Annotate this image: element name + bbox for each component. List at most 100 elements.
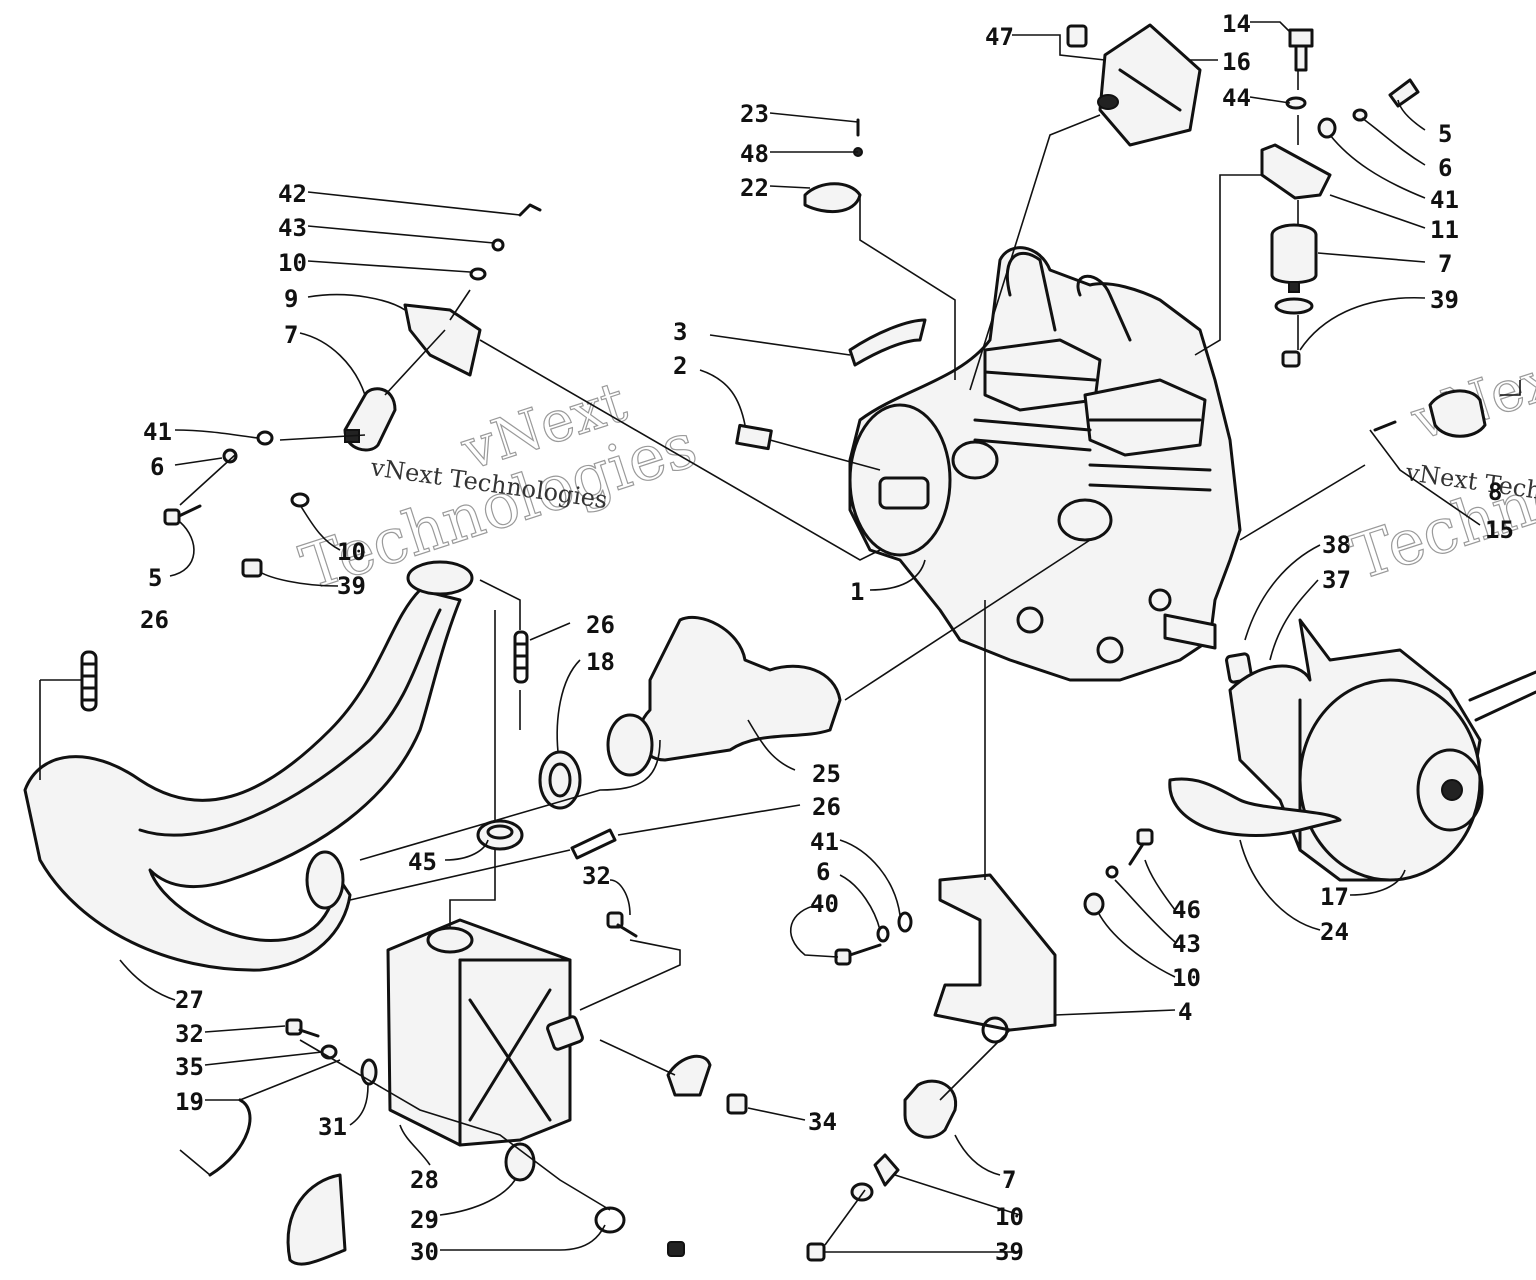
washer-10-left-lower bbox=[290, 492, 310, 508]
callout-38: 38 bbox=[1322, 531, 1351, 559]
exhaust-manifold-25 bbox=[606, 615, 842, 777]
bracket-9 bbox=[403, 303, 482, 377]
callout-39: 39 bbox=[995, 1238, 1024, 1266]
callout-10: 10 bbox=[278, 249, 307, 277]
callout-46: 46 bbox=[1172, 896, 1201, 924]
callout-34: 34 bbox=[808, 1108, 837, 1136]
mount-7-bottom bbox=[903, 1079, 958, 1139]
callout-40: 40 bbox=[810, 890, 839, 918]
callout-19: 19 bbox=[175, 1088, 204, 1116]
plate-2 bbox=[735, 423, 773, 451]
callout-41: 41 bbox=[143, 418, 172, 446]
washer-10-left bbox=[469, 267, 487, 281]
spring-26-top bbox=[513, 630, 529, 684]
washer-43-left bbox=[491, 238, 505, 252]
spring-26-mid bbox=[570, 828, 617, 860]
callout-39: 39 bbox=[1430, 286, 1459, 314]
callout-2: 2 bbox=[673, 352, 687, 380]
washer-43-rear bbox=[1105, 865, 1119, 879]
callout-26: 26 bbox=[586, 611, 615, 639]
washer-10-bottom bbox=[873, 1153, 900, 1187]
callout-37: 37 bbox=[1322, 566, 1351, 594]
callout-9: 9 bbox=[284, 285, 298, 313]
callout-35: 35 bbox=[175, 1053, 204, 1081]
callout-14: 14 bbox=[1222, 10, 1251, 38]
front-mount-plate bbox=[1097, 23, 1202, 147]
callout-5: 5 bbox=[1438, 120, 1452, 148]
bolt-5-top bbox=[1388, 78, 1420, 108]
washer-41-left bbox=[256, 430, 274, 446]
callout-7: 7 bbox=[284, 321, 298, 349]
callout-4: 4 bbox=[1178, 998, 1192, 1026]
nut-39-top bbox=[1281, 350, 1301, 368]
callout-25: 25 bbox=[812, 760, 841, 788]
right-mount-rubber bbox=[1373, 389, 1487, 438]
callout-30: 30 bbox=[410, 1238, 439, 1266]
callout-41: 41 bbox=[810, 828, 839, 856]
callout-27: 27 bbox=[175, 986, 204, 1014]
cylinder-fins bbox=[973, 418, 1212, 492]
engine-assembly bbox=[848, 246, 1242, 682]
watermark-right: vNext Technologies vNext Technologies bbox=[1341, 339, 1536, 595]
callout-43: 43 bbox=[1172, 930, 1201, 958]
bolt-5-left bbox=[163, 504, 202, 526]
callout-43: 43 bbox=[278, 214, 307, 242]
mount-bracket-4 bbox=[933, 873, 1057, 1044]
callout-10: 10 bbox=[1172, 964, 1201, 992]
washer-10-rear bbox=[1083, 892, 1105, 916]
spring-26-left bbox=[80, 650, 98, 712]
gasket-18 bbox=[538, 750, 582, 810]
washer-6-left bbox=[222, 448, 238, 464]
callout-1: 1 bbox=[850, 578, 864, 606]
callout-26: 26 bbox=[812, 793, 841, 821]
callout-6: 6 bbox=[150, 453, 164, 481]
callout-42: 42 bbox=[278, 180, 307, 208]
callout-22: 22 bbox=[740, 174, 769, 202]
callout-6: 6 bbox=[1438, 154, 1452, 182]
callout-3: 3 bbox=[673, 318, 687, 346]
callout-39: 39 bbox=[337, 572, 366, 600]
callout-31: 31 bbox=[318, 1113, 347, 1141]
washer-41-rear bbox=[897, 911, 913, 933]
callout-8: 8 bbox=[1488, 478, 1502, 506]
callout-15: 15 bbox=[1485, 516, 1514, 544]
nut-47 bbox=[1066, 24, 1088, 48]
callout-7: 7 bbox=[1438, 250, 1452, 278]
grommet-29 bbox=[504, 1142, 536, 1182]
bolt-40 bbox=[834, 943, 882, 966]
callout-28: 28 bbox=[410, 1166, 439, 1194]
hose-19 bbox=[208, 1098, 252, 1177]
washer-41-top bbox=[1317, 117, 1337, 139]
callout-18: 18 bbox=[586, 648, 615, 676]
nut-39-bottom bbox=[806, 1242, 826, 1262]
bolt-32-right bbox=[606, 911, 638, 938]
fender-part bbox=[286, 1173, 347, 1266]
nut-39-left bbox=[241, 558, 263, 578]
callout-6: 6 bbox=[816, 858, 830, 886]
callout-17: 17 bbox=[1320, 883, 1349, 911]
muffler-pipe-27 bbox=[23, 560, 474, 972]
callout-5: 5 bbox=[148, 564, 162, 592]
grommet-45 bbox=[476, 819, 524, 851]
callout-32: 32 bbox=[582, 862, 611, 890]
callout-7: 7 bbox=[1002, 1166, 1016, 1194]
callout-48: 48 bbox=[740, 140, 769, 168]
washer-6-rear bbox=[876, 925, 890, 943]
callout-labels: 47 16 14 44 5 6 41 11 7 39 23 48 22 42 4… bbox=[140, 10, 1514, 1266]
oil-tank-28 bbox=[386, 918, 584, 1147]
watermark-left: vNext Technologies vNext Technologies bbox=[291, 369, 705, 605]
bracket-11 bbox=[1260, 143, 1332, 200]
callout-29: 29 bbox=[410, 1206, 439, 1234]
washer-6-top bbox=[1352, 108, 1368, 122]
callout-44: 44 bbox=[1222, 84, 1251, 112]
callout-45: 45 bbox=[408, 848, 437, 876]
callout-32: 32 bbox=[175, 1020, 204, 1048]
fitting-34 bbox=[666, 1054, 748, 1115]
callout-47: 47 bbox=[985, 23, 1014, 51]
callout-26: 26 bbox=[140, 606, 169, 634]
leader-lines bbox=[39, 21, 1521, 1253]
stud-42 bbox=[518, 203, 542, 217]
gasket-3 bbox=[848, 318, 927, 367]
callout-10: 10 bbox=[337, 538, 366, 566]
